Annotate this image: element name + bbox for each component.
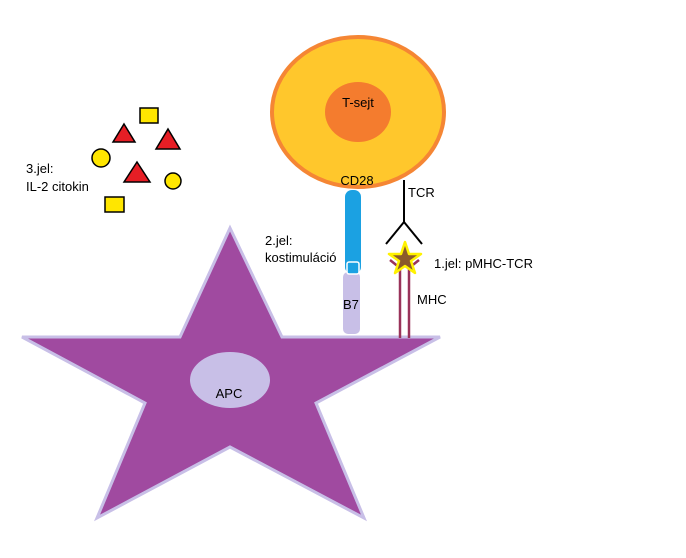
tcr-label: TCR <box>408 185 435 200</box>
signal1-label: 1.jel: pMHC-TCR <box>434 256 533 271</box>
il2-cytokines <box>91 107 182 213</box>
signal3-label-line1: 3.jel: <box>26 161 53 176</box>
cytokine-circle <box>91 148 111 168</box>
cd28-receptor-tip <box>346 261 360 275</box>
apc-label: APC <box>216 386 243 401</box>
cytokine-triangle <box>154 127 182 150</box>
mhc-label: MHC <box>417 292 447 307</box>
cytokine-circle <box>164 172 182 190</box>
t-cell-nucleus <box>325 82 391 142</box>
b7-label: B7 <box>343 297 359 312</box>
cd28-receptor <box>345 190 361 274</box>
signal3-label-line2: IL-2 citokin <box>26 179 89 194</box>
t-cell: T-sejt CD28 <box>270 35 446 189</box>
antigen-peptide-star <box>387 240 423 275</box>
tcr-receptor <box>385 180 423 245</box>
signal2-label-line1: 2.jel: <box>265 233 292 248</box>
cd28-label: CD28 <box>340 173 373 188</box>
cytokine-triangle <box>111 122 137 143</box>
t-cell-label: T-sejt <box>342 95 374 110</box>
b7-receptor <box>343 272 360 334</box>
cytokine-square <box>139 107 159 124</box>
apc-nucleus <box>190 352 270 408</box>
cytokine-triangle <box>122 160 152 183</box>
apc-cell: APC <box>21 224 441 522</box>
signal2-label-line2: kostimuláció <box>265 250 337 265</box>
cytokine-square <box>104 196 125 213</box>
